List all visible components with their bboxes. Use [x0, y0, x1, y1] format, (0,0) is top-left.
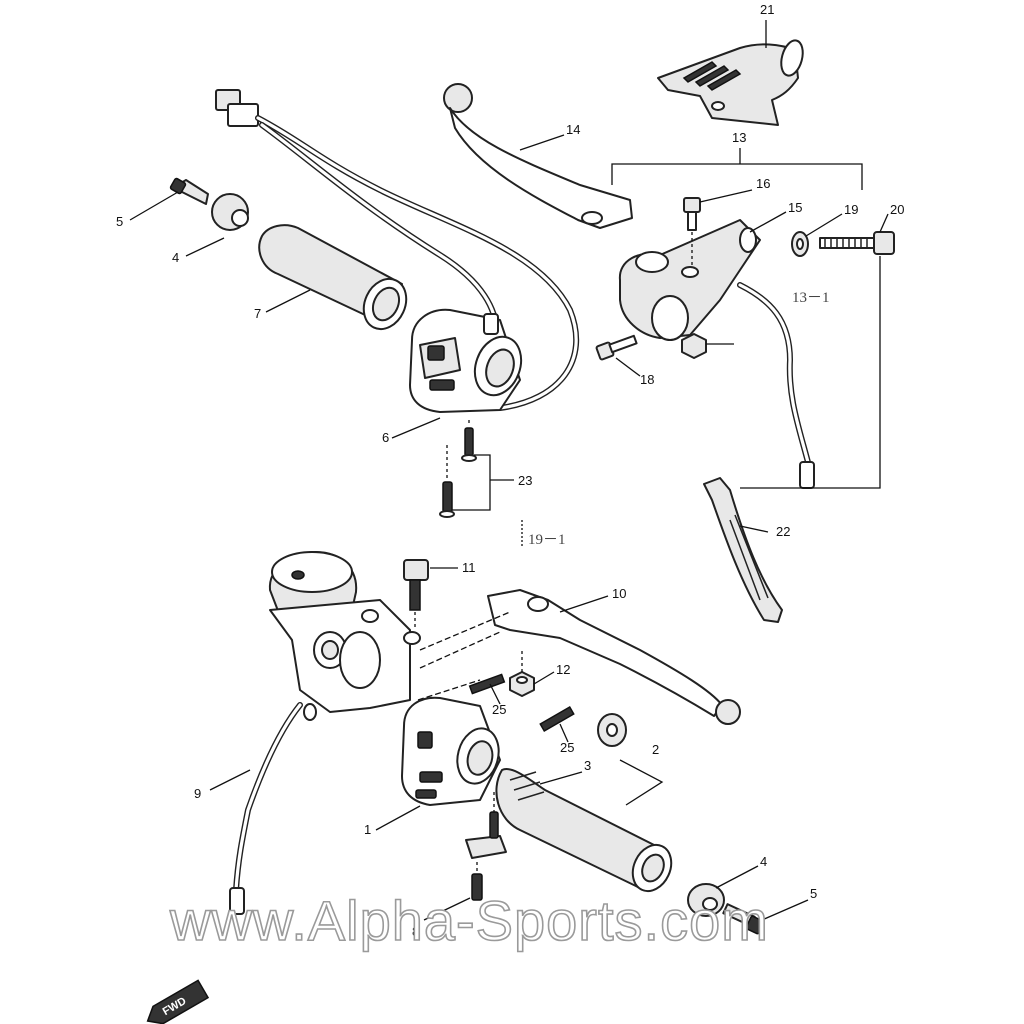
fwd-arrow-icon [146, 979, 210, 1024]
watermark-text: www.Alpha-Sports.com [169, 889, 769, 952]
callout-1: 1 [364, 822, 371, 837]
lever-cover-21 [657, 39, 804, 126]
bolt-5-top [169, 177, 209, 205]
callout-4-top: 4 [172, 250, 179, 265]
callout-20: 20 [890, 202, 904, 217]
callout-5-top: 5 [116, 214, 123, 229]
group-bracket-13 [611, 148, 881, 489]
nut-12 [509, 650, 535, 697]
leader-lines [129, 20, 889, 921]
washer-2 [597, 713, 664, 806]
right-switch-housing-1 [401, 696, 501, 806]
callout-9: 9 [194, 786, 201, 801]
callout-10: 10 [612, 586, 626, 601]
clutch-lever-14 [443, 83, 633, 229]
connector-body [227, 103, 259, 127]
lever-guard-22 [703, 477, 783, 623]
callout-5-bottom: 5 [810, 886, 817, 901]
callout-2: 2 [652, 742, 659, 757]
bar-end-weight-4-bottom [687, 883, 725, 917]
throttle-grip-3 [495, 768, 673, 893]
callout-14: 14 [566, 122, 580, 137]
switch-clamp [465, 792, 507, 859]
callout-3: 3 [584, 758, 591, 773]
bolt-18 [595, 334, 638, 361]
bolt-16 [683, 197, 701, 265]
callout-numbers: 21 14 13 16 15 19 20 13－1 18 22 5 4 7 6 … [116, 2, 904, 939]
left-switch-cable-harness [215, 89, 580, 411]
left-switch-housing-6 [409, 308, 523, 413]
callout-22: 22 [776, 524, 790, 539]
screw-25-upper [468, 673, 506, 695]
callout-12: 12 [556, 662, 570, 677]
callout-18: 18 [640, 372, 654, 387]
callout-23: 23 [518, 473, 532, 488]
brake-hose-9 [229, 702, 303, 915]
callout-11: 11 [462, 560, 476, 575]
bolt-11 [403, 559, 429, 630]
callout-25-upper: 25 [492, 702, 506, 717]
callout-7: 7 [254, 306, 261, 321]
callout-16: 16 [756, 176, 770, 191]
screw-8 [471, 862, 483, 901]
adjuster-screw-20 [819, 231, 895, 255]
callout-13-1: 13－1 [792, 290, 830, 306]
brake-master-cylinder-9 [268, 551, 421, 721]
washer-19 [791, 231, 809, 257]
clutch-switch-cable-13-1 [737, 282, 815, 489]
left-grip-7 [258, 224, 408, 331]
callout-19-1: 19－1 [528, 532, 566, 548]
brake-lever-10 [417, 589, 741, 725]
callout-8: 8 [412, 924, 419, 939]
nut-on-bracket [681, 333, 707, 359]
clutch-lever-bracket-15 [618, 219, 761, 341]
screws-23 [439, 420, 491, 518]
callout-6: 6 [382, 430, 389, 445]
callout-19: 19 [844, 202, 858, 217]
fwd-direction-badge: FWD [146, 979, 210, 1024]
callout-4-bottom: 4 [760, 854, 767, 869]
bar-end-weight-4-top [211, 193, 249, 231]
callout-25-lower: 25 [560, 740, 574, 755]
bolt-5-bottom [722, 903, 765, 935]
callout-15: 15 [788, 200, 802, 215]
callout-21: 21 [760, 2, 774, 17]
callout-13: 13 [732, 130, 746, 145]
screw-25-lower [539, 706, 575, 732]
